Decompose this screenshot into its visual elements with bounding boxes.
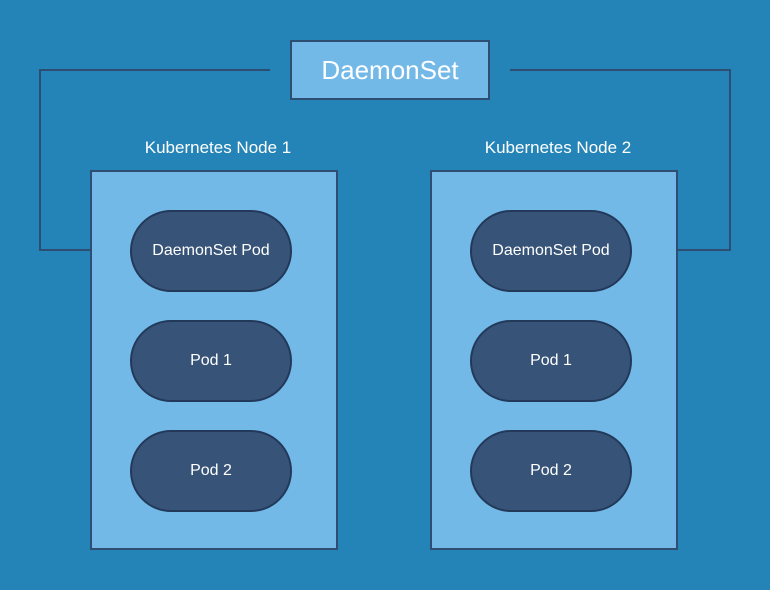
node-1-daemonset-pod: DaemonSet Pod bbox=[130, 210, 292, 292]
daemonset-label: DaemonSet bbox=[321, 54, 459, 85]
pod-label: Pod 2 bbox=[530, 462, 572, 479]
node-1-pod-2: Pod 2 bbox=[130, 430, 292, 512]
daemonset-box: DaemonSet bbox=[290, 40, 490, 100]
node-1-label: Kubernetes Node 1 bbox=[144, 138, 292, 157]
node-2-pod-1: Pod 1 bbox=[470, 320, 632, 402]
node-1-box: DaemonSet Pod Pod 1 Pod 2 bbox=[90, 170, 338, 550]
node-1-pod-1: Pod 1 bbox=[130, 320, 292, 402]
pod-label: Pod 1 bbox=[190, 352, 232, 369]
node-2-pod-2: Pod 2 bbox=[470, 430, 632, 512]
pod-label: Pod 1 bbox=[530, 352, 572, 369]
pod-label: DaemonSet Pod bbox=[152, 242, 270, 259]
node-2-box: DaemonSet Pod Pod 1 Pod 2 bbox=[430, 170, 678, 550]
pod-label: DaemonSet Pod bbox=[492, 242, 610, 259]
pod-label: Pod 2 bbox=[190, 462, 232, 479]
node-2-daemonset-pod: DaemonSet Pod bbox=[470, 210, 632, 292]
node-2-label: Kubernetes Node 2 bbox=[484, 138, 632, 157]
